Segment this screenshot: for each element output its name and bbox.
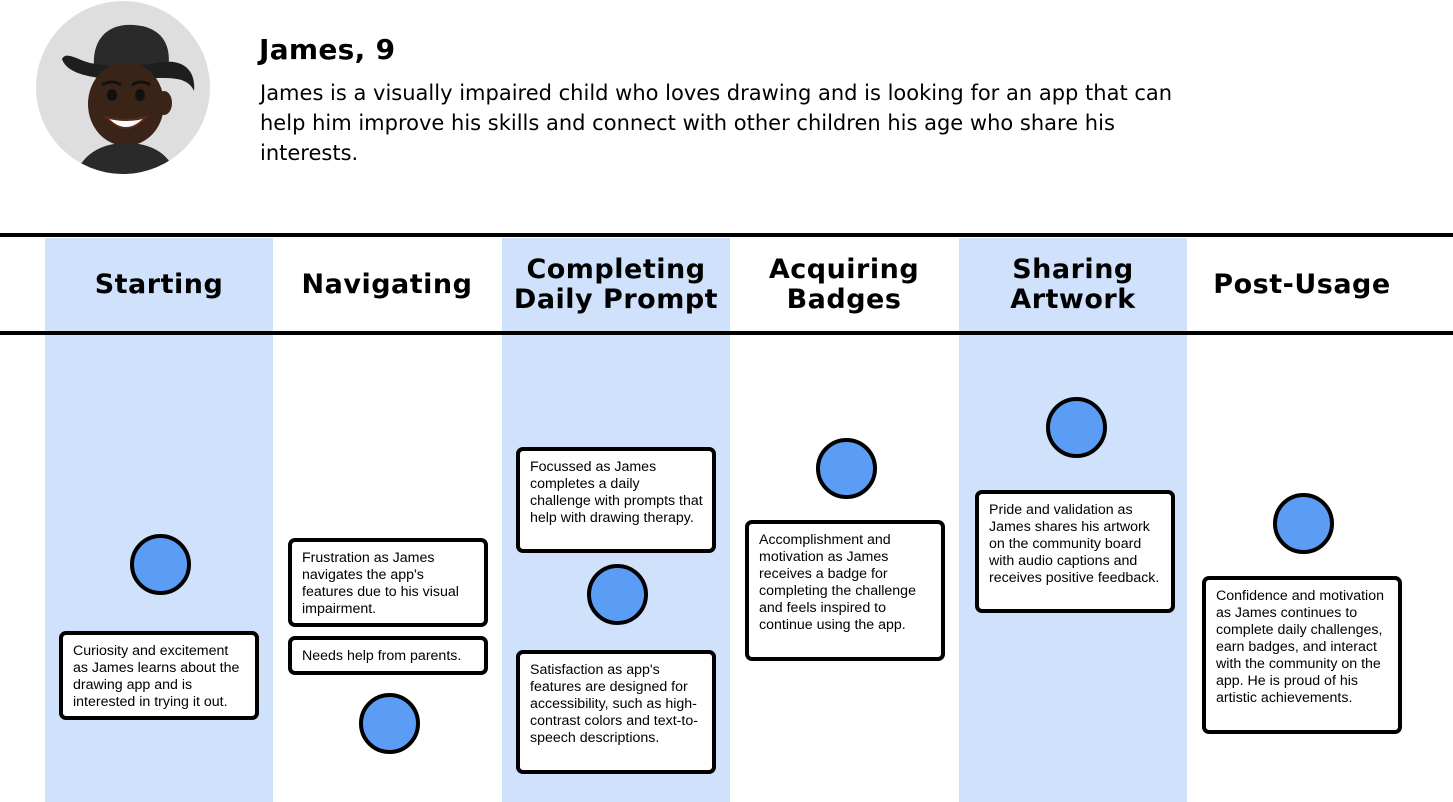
note-navigating-help: Needs help from parents. (288, 636, 488, 675)
emotion-dot-sharing-artwork (1046, 397, 1107, 458)
emotion-dot-post-usage (1273, 493, 1334, 554)
note-acquiring-badges: Accomplishment and motivation as James r… (745, 520, 945, 661)
emotion-dot-acquiring-badges (816, 438, 877, 499)
stage-title-acquiring-badges: Acquiring Badges (768, 254, 920, 315)
note-completing-focussed: Focussed as James completes a daily chal… (516, 447, 716, 553)
persona-avatar (36, 1, 210, 174)
stage-title-post-usage: Post-Usage (1213, 269, 1391, 300)
emotion-dot-completing-daily-prompt (587, 564, 648, 625)
stage-title-completing-daily-prompt: Completing Daily Prompt (513, 254, 719, 315)
note-post-usage: Confidence and motivation as James conti… (1202, 576, 1402, 734)
stage-title-starting: Starting (94, 269, 224, 300)
stage-title-navigating: Navigating (301, 269, 473, 300)
stage-title-sharing-artwork: Sharing Artwork (1010, 254, 1136, 315)
persona-name: James, 9 (259, 33, 396, 66)
persona-description: James is a visually impaired child who l… (260, 81, 1173, 165)
header-bottom-rule (0, 331, 1453, 335)
note-navigating-frustration: Frustration as James navigates the app's… (288, 538, 488, 627)
note-sharing-artwork: Pride and validation as James shares his… (975, 490, 1175, 613)
note-starting: Curiosity and excitement as James learns… (59, 631, 259, 720)
note-completing-satisfaction: Satisfaction as app's features are desig… (516, 650, 716, 774)
cowboy-avatar-icon (62, 24, 195, 174)
header-top-rule (0, 233, 1453, 237)
emotion-dot-navigating (359, 693, 420, 754)
emotion-dot-starting (130, 534, 191, 595)
